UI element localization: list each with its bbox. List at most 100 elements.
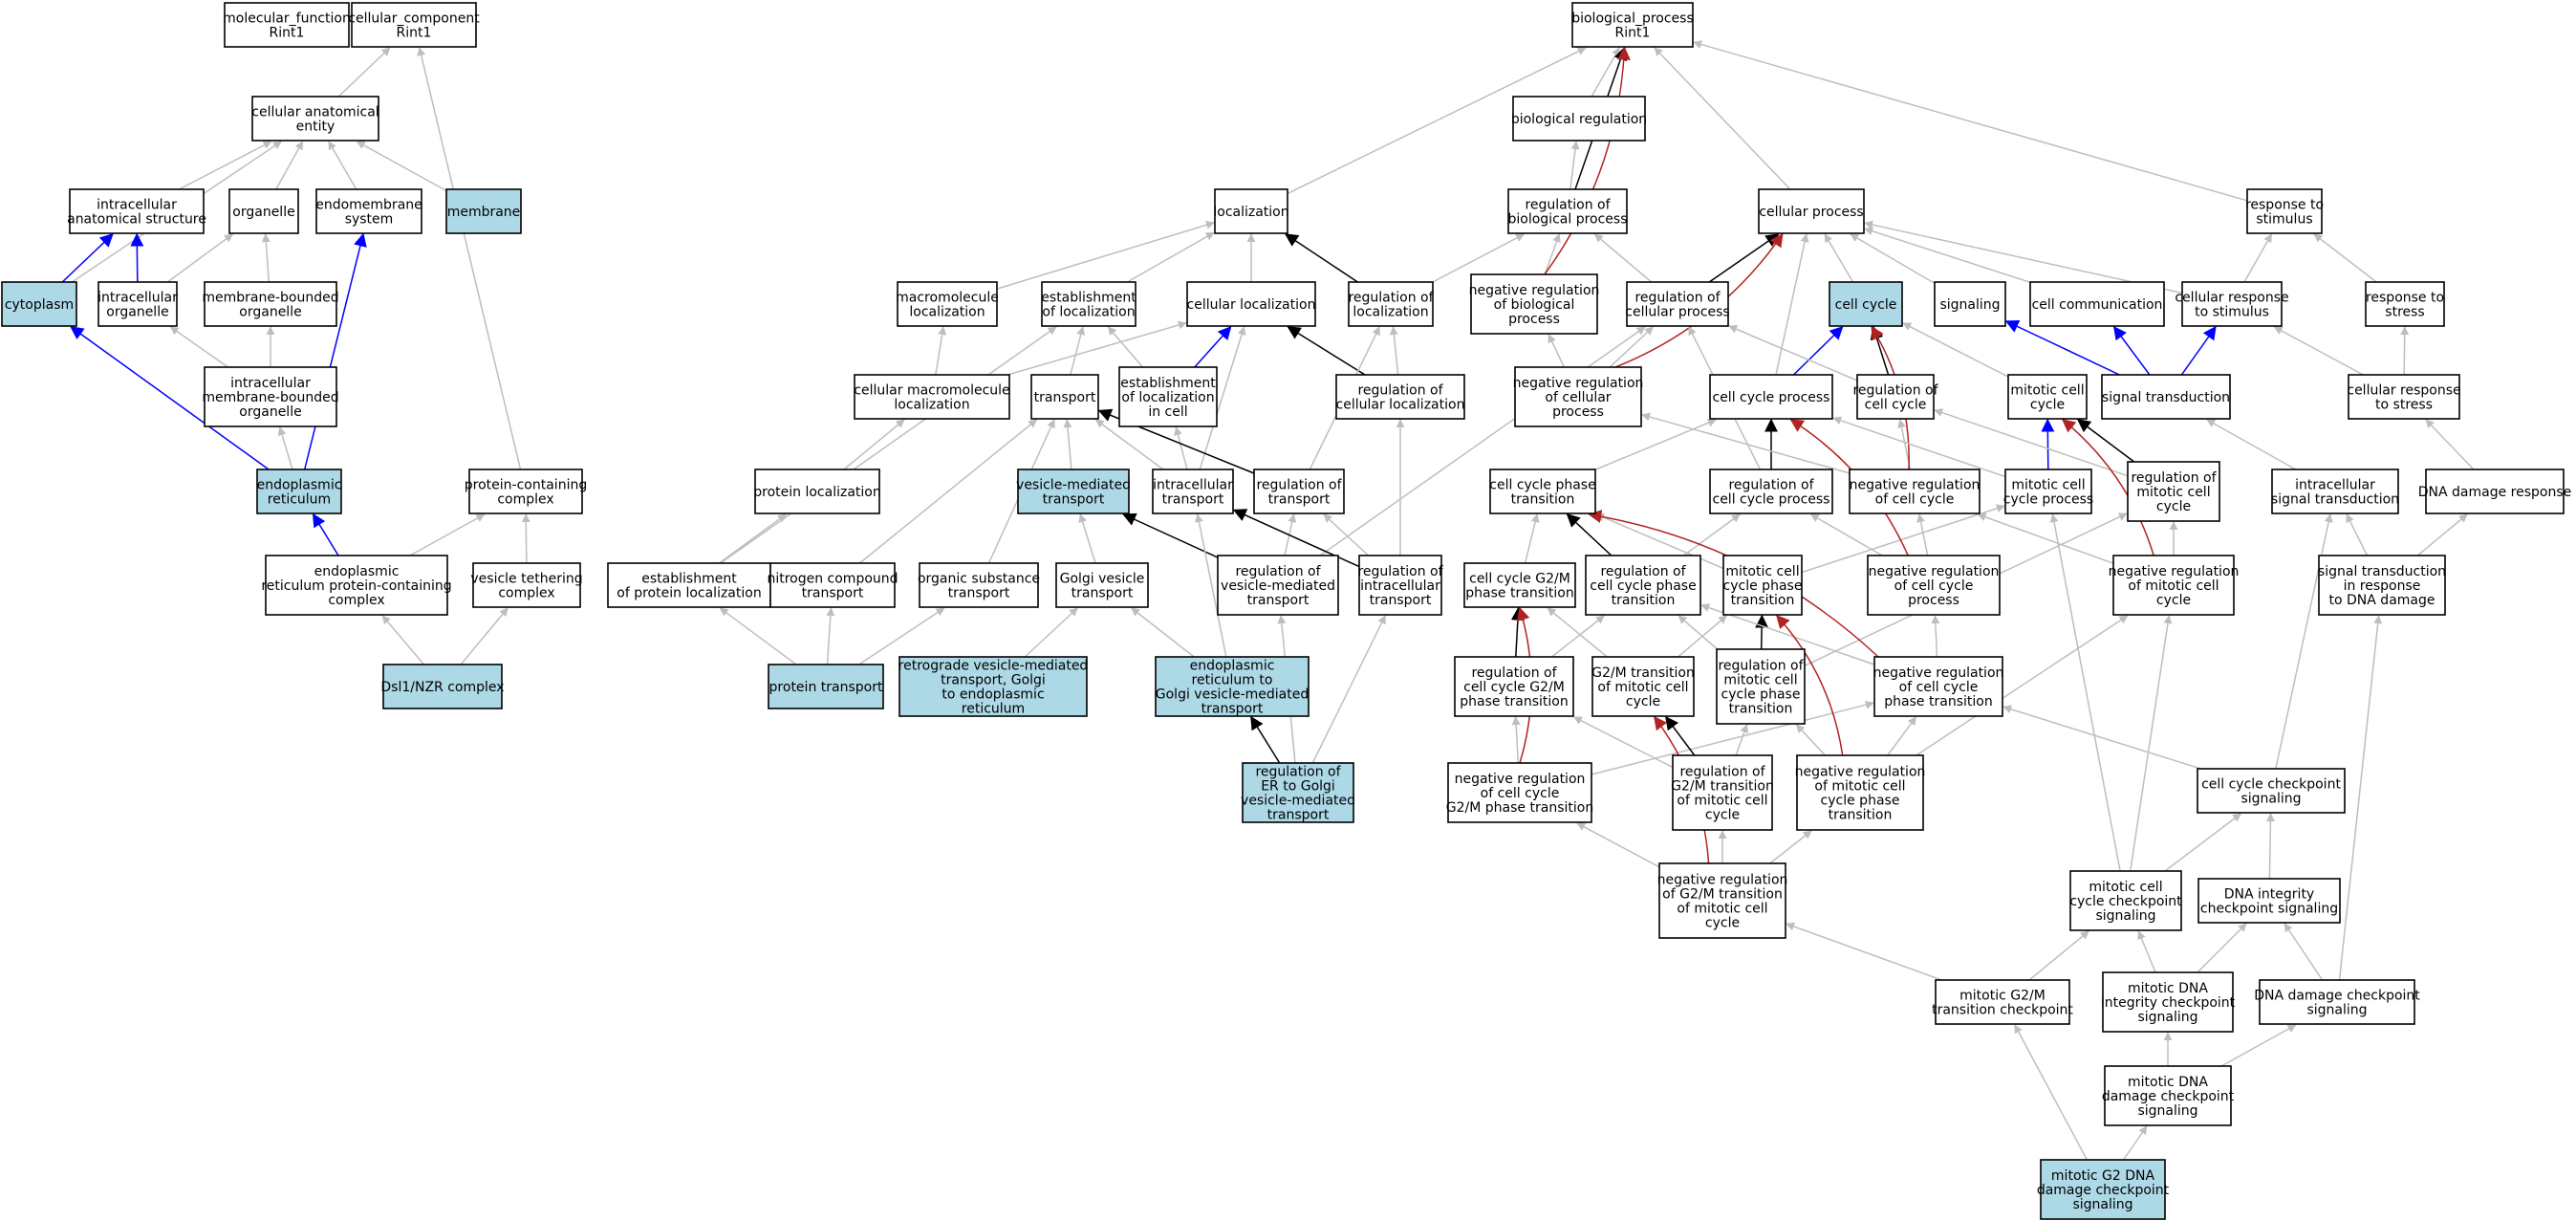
edge-part-of	[303, 232, 367, 470]
term-box	[1849, 469, 1981, 514]
term-node-trans: transport	[1030, 374, 1099, 420]
edge-is-a	[1094, 419, 1164, 470]
edge-is-a	[2028, 930, 2089, 981]
edge-regulates	[1122, 512, 1219, 558]
edge-is-a	[2164, 813, 2242, 872]
edge-is-a	[1063, 419, 1072, 470]
edge-is-a	[843, 419, 905, 470]
term-box	[768, 664, 884, 709]
edge-is-a	[1786, 922, 1942, 981]
edge-is-a	[2416, 513, 2468, 556]
term-label: cell communication	[2032, 297, 2163, 313]
term-label: Dsl1/NZR complex	[380, 680, 504, 695]
edge-regulates	[1665, 715, 1696, 756]
edge-is-a	[275, 141, 304, 190]
edge-is-a	[178, 141, 272, 190]
edge-is-a	[1548, 334, 1565, 368]
term-box	[1722, 555, 1803, 616]
term-box	[2271, 469, 2399, 514]
term-node-ptr: protein transport	[768, 664, 884, 709]
term-box	[1447, 762, 1592, 823]
edge-is-a	[1795, 724, 1827, 756]
edge-is-a	[1323, 513, 1370, 556]
edge-is-a	[1931, 615, 1940, 658]
term-box	[1514, 366, 1642, 427]
edge-negatively-regulates	[2062, 419, 2154, 556]
edge-is-a	[935, 326, 947, 376]
edge-is-a	[1654, 47, 1791, 190]
edge-is-a	[1007, 320, 1187, 376]
term-box	[1155, 656, 1310, 717]
edge-part-of	[2180, 325, 2217, 376]
term-box	[2197, 878, 2341, 924]
term-box	[224, 2, 350, 48]
edge-is-a	[1934, 408, 2129, 477]
edge-negatively-regulates	[1776, 614, 1844, 756]
term-node-dsl: Dsl1/NZR complex	[380, 664, 505, 709]
term-box	[1758, 188, 1865, 234]
edge-is-a	[1693, 40, 2248, 202]
edge-is-a	[996, 220, 1215, 290]
term-box	[204, 281, 337, 327]
edge-is-a	[277, 426, 293, 470]
edge-is-a	[1547, 607, 1608, 658]
term-box	[265, 555, 448, 616]
term-box	[2040, 1159, 2166, 1220]
term-box	[754, 469, 880, 514]
term-box	[2197, 768, 2346, 814]
term-box	[2004, 469, 2092, 514]
term-box	[256, 469, 342, 514]
edge-is-a	[1641, 412, 1851, 474]
term-box	[2425, 469, 2565, 514]
term-box	[1934, 281, 2006, 327]
term-box	[919, 562, 1039, 608]
term-box	[2101, 374, 2231, 420]
edge-is-a	[1902, 322, 2009, 378]
edge-is-a	[337, 47, 391, 98]
edge-is-a	[719, 607, 797, 665]
term-node-org: organelle	[228, 188, 299, 234]
term-box	[2365, 281, 2445, 327]
term-label: cellular localization	[1187, 297, 1316, 313]
edge-is-a	[2243, 233, 2273, 283]
edge-part-of	[70, 326, 270, 470]
term-node-ccy: cell cycle	[1829, 281, 1903, 327]
edge-is-a	[2400, 326, 2410, 376]
edge-is-a	[2275, 513, 2333, 770]
edge-is-a	[2197, 923, 2247, 973]
edge-is-a	[1544, 233, 1561, 275]
term-box	[1463, 562, 1576, 608]
term-label: biological regulation	[1511, 112, 1647, 127]
edge-is-a	[1572, 716, 1674, 769]
edge-is-a	[1728, 325, 1858, 382]
